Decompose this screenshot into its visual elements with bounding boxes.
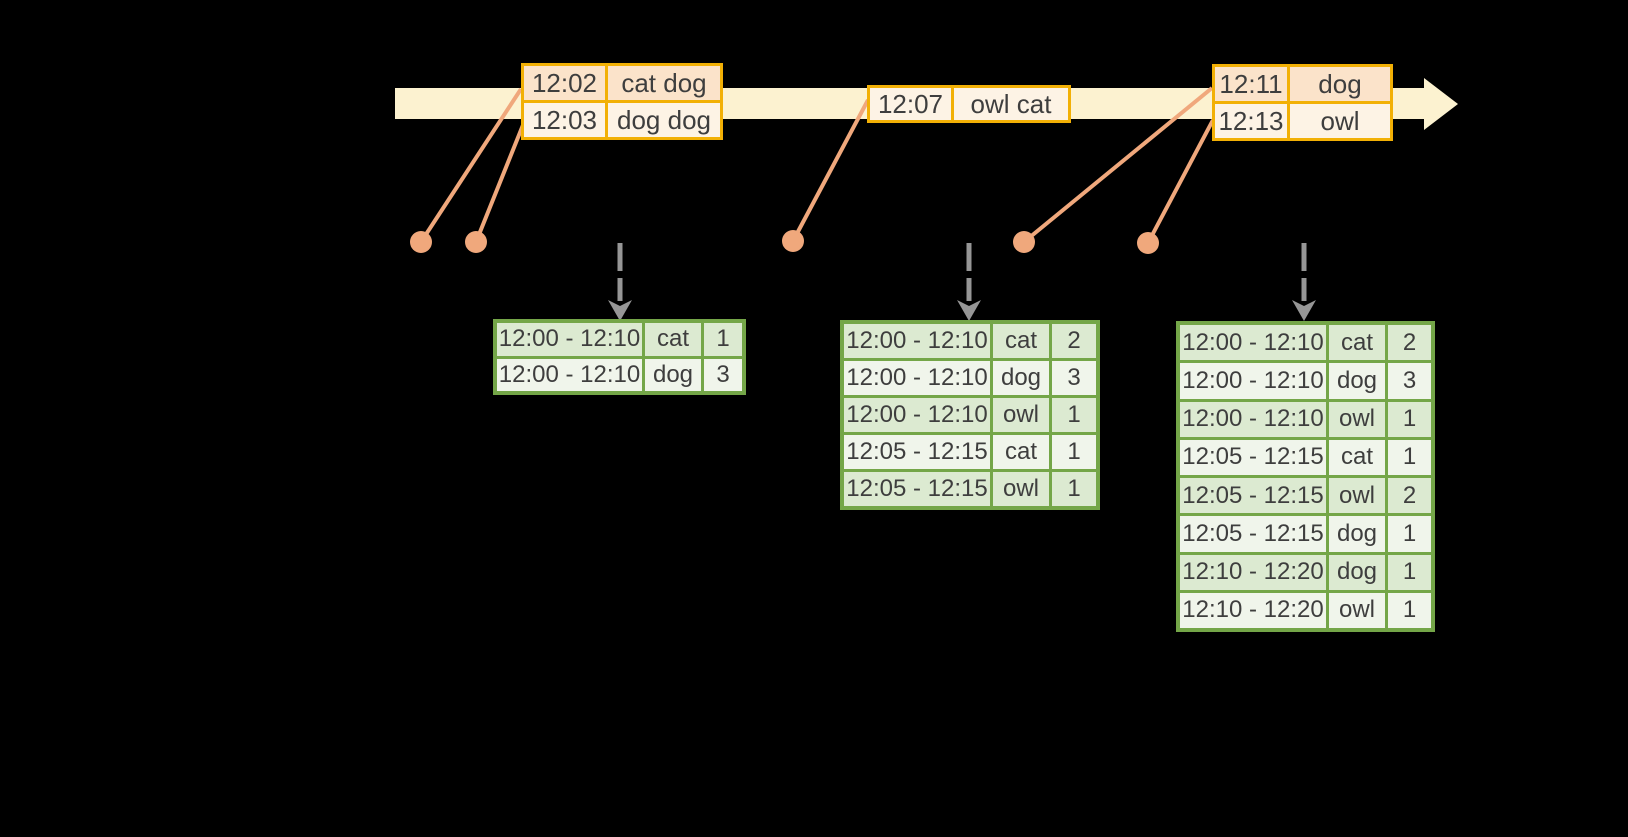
cell-time: 12:11 <box>1215 67 1287 101</box>
cell-word: cat <box>1329 325 1385 361</box>
cell-word: owl <box>1329 478 1385 514</box>
cell-count: 1 <box>1388 516 1431 552</box>
event-dots <box>410 230 1159 254</box>
cell-count: 3 <box>1052 361 1096 395</box>
cell-word: dog <box>1329 554 1385 590</box>
cell-count: 1 <box>1388 439 1431 475</box>
trigger-arrowhead-icon <box>1292 300 1316 321</box>
cell-time: 12:07 <box>870 88 951 120</box>
cell-words: cat dog <box>608 66 720 100</box>
cell-window: 12:00 - 12:10 <box>497 358 642 391</box>
cell-window: 12:05 - 12:15 <box>1180 516 1326 552</box>
cell-word: cat <box>993 324 1049 358</box>
cell-time: 12:13 <box>1215 104 1287 138</box>
cell-word: dog <box>645 358 701 391</box>
cell-window: 12:05 - 12:15 <box>844 472 990 506</box>
event-dot <box>410 231 432 253</box>
cell-count: 1 <box>1388 592 1431 628</box>
cell-window: 12:00 - 12:10 <box>844 324 990 358</box>
event-dot <box>465 231 487 253</box>
connector-line <box>791 99 870 242</box>
trigger-arrowhead-icon <box>957 300 981 321</box>
event-connectors <box>419 86 1215 244</box>
cell-word: dog <box>1329 363 1385 399</box>
cell-window: 12:05 - 12:15 <box>844 435 990 469</box>
cell-window: 12:05 - 12:15 <box>1180 478 1326 514</box>
cell-window: 12:00 - 12:10 <box>1180 363 1326 399</box>
cell-word: owl <box>993 398 1049 432</box>
connector-line <box>1022 86 1214 244</box>
event-dot <box>1013 231 1035 253</box>
cell-window: 12:10 - 12:20 <box>1180 554 1326 590</box>
trigger-arrow <box>1292 243 1316 321</box>
cell-count: 3 <box>1388 363 1431 399</box>
trigger-arrow <box>608 243 632 321</box>
cell-window: 12:00 - 12:10 <box>844 361 990 395</box>
cell-word: owl <box>1329 592 1385 628</box>
cell-word: dog <box>1329 516 1385 552</box>
cell-time: 12:03 <box>524 103 605 137</box>
cell-words: owl <box>1290 104 1390 138</box>
cell-word: owl <box>1329 401 1385 437</box>
cell-word: cat <box>645 323 701 356</box>
event-dot <box>1137 232 1159 254</box>
cell-count: 1 <box>1052 472 1096 506</box>
cell-window: 12:00 - 12:10 <box>497 323 642 356</box>
cell-count: 1 <box>1052 398 1096 432</box>
trigger-arrowhead-icon <box>608 300 632 321</box>
cell-word: owl <box>993 472 1049 506</box>
cell-count: 3 <box>704 358 742 391</box>
cell-count: 2 <box>1388 478 1431 514</box>
cell-window: 12:05 - 12:15 <box>1180 439 1326 475</box>
cell-window: 12:10 - 12:20 <box>1180 592 1326 628</box>
cell-count: 1 <box>1388 401 1431 437</box>
cell-count: 1 <box>704 323 742 356</box>
event-dot <box>782 230 804 252</box>
trigger-arrow <box>957 243 981 321</box>
cell-words: dog <box>1290 67 1390 101</box>
connector-line <box>1146 119 1215 244</box>
cell-words: owl cat <box>954 88 1068 120</box>
cell-words: dog dog <box>608 103 720 137</box>
cell-count: 1 <box>1052 435 1096 469</box>
cell-count: 1 <box>1388 554 1431 590</box>
cell-count: 2 <box>1388 325 1431 361</box>
cell-window: 12:00 - 12:10 <box>1180 325 1326 361</box>
cell-word: cat <box>993 435 1049 469</box>
cell-time: 12:02 <box>524 66 605 100</box>
cell-word: dog <box>993 361 1049 395</box>
cell-word: cat <box>1329 439 1385 475</box>
connector-line <box>419 87 523 244</box>
cell-window: 12:00 - 12:10 <box>844 398 990 432</box>
connector-line <box>474 124 525 243</box>
cell-window: 12:00 - 12:10 <box>1180 401 1326 437</box>
cell-count: 2 <box>1052 324 1096 358</box>
